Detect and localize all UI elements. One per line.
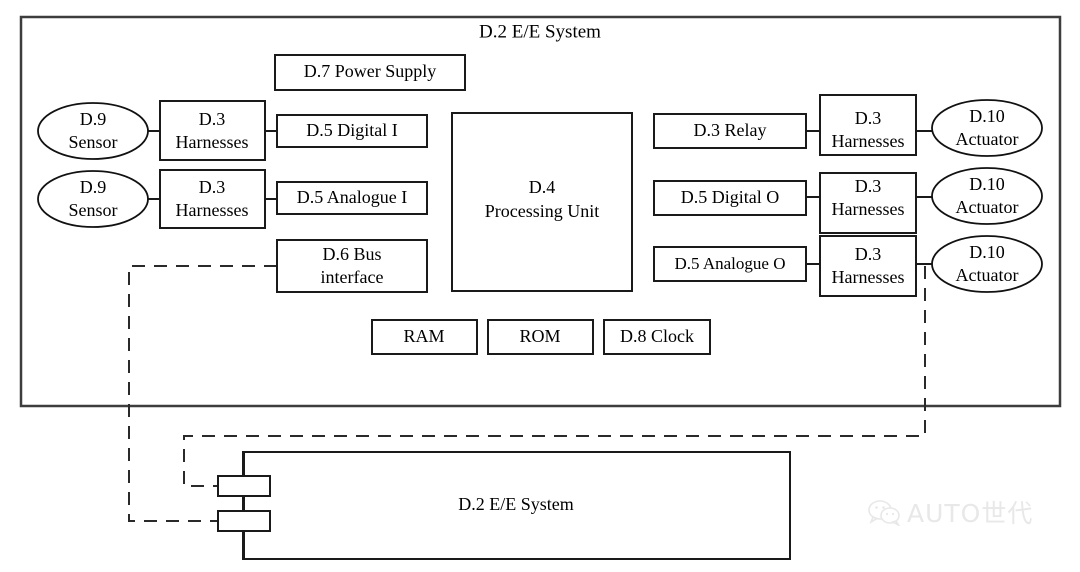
clock-label: D.8 Clock <box>620 326 694 346</box>
harness-out-3-box[interactable] <box>819 235 917 297</box>
harness-out-2-label-line1: D.3 <box>855 176 882 196</box>
bottom-system-label: D.2 E/E System <box>458 494 574 514</box>
analogue-out-label: D.5 Analogue O <box>675 254 786 273</box>
relay-label: D.3 Relay <box>694 120 767 140</box>
digital-out-box[interactable] <box>653 180 807 216</box>
power-supply-box[interactable] <box>274 54 466 91</box>
actuator-1-label-line1: D.10 <box>969 106 1005 126</box>
harness-out-3-label-line2: Harnesses <box>832 267 905 287</box>
dashed-bus-right-branch <box>183 266 926 487</box>
ram-label: RAM <box>403 326 444 346</box>
bottom-connector-block-lower <box>217 510 271 532</box>
sensor-1-label-line2: Sensor <box>69 132 118 152</box>
processing-unit-label-line1: D.4 <box>529 177 556 197</box>
sensor-1-ellipse[interactable] <box>37 102 149 160</box>
actuator-1-label-line2: Actuator <box>956 129 1019 149</box>
digital-in-label: D.5 Digital I <box>306 120 398 140</box>
processing-unit-label-line2: Processing Unit <box>485 201 600 221</box>
sensor-2-ellipse[interactable] <box>37 170 149 228</box>
harness-out-3-label-line1: D.3 <box>855 244 882 264</box>
harness-in-1-box[interactable] <box>159 100 266 161</box>
power-supply-label: D.7 Power Supply <box>304 61 437 81</box>
sensor-2-label-line1: D.9 <box>80 177 107 197</box>
harness-out-2-label-line2: Harnesses <box>832 199 905 219</box>
harness-out-1-label-line2: Harnesses <box>832 131 905 151</box>
rom-box[interactable] <box>487 319 594 355</box>
relay-box[interactable] <box>653 113 807 149</box>
actuator-3-label-line2: Actuator <box>956 265 1019 285</box>
actuator-2-label-line2: Actuator <box>956 197 1019 217</box>
bus-interface-box[interactable] <box>276 239 428 293</box>
ram-box[interactable] <box>371 319 478 355</box>
harness-out-1-box[interactable] <box>819 94 917 156</box>
digital-in-box[interactable] <box>276 114 428 148</box>
actuator-3-label-line1: D.10 <box>969 242 1005 262</box>
analogue-in-label: D.5 Analogue I <box>297 187 407 207</box>
harness-in-2-label-line2: Harnesses <box>176 200 249 220</box>
dashed-bus-left-branch <box>128 265 277 522</box>
actuator-3-ellipse[interactable] <box>931 235 1043 293</box>
analogue-in-box[interactable] <box>276 181 428 215</box>
rom-label: ROM <box>519 326 560 346</box>
analogue-out-box[interactable] <box>653 246 807 282</box>
actuator-1-ellipse[interactable] <box>931 99 1043 157</box>
harness-in-1-label-line1: D.3 <box>199 109 226 129</box>
harness-in-1-label-line2: Harnesses <box>176 132 249 152</box>
harness-in-2-box[interactable] <box>159 169 266 229</box>
sensor-1-label-line1: D.9 <box>80 109 107 129</box>
bus-interface-label-line1: D.6 Bus <box>322 244 381 264</box>
outer-system-title: D.2 E/E System <box>479 21 601 42</box>
harness-out-2-box[interactable] <box>819 172 917 234</box>
actuator-2-label-line1: D.10 <box>969 174 1005 194</box>
outer-system-container <box>19 15 1062 408</box>
bottom-connector-block-upper <box>217 475 271 497</box>
sensor-2-label-line2: Sensor <box>69 200 118 220</box>
clock-box[interactable] <box>603 319 711 355</box>
harness-in-2-label-line1: D.3 <box>199 177 226 197</box>
processing-unit-box[interactable] <box>451 112 633 292</box>
bus-interface-label-line2: interface <box>321 267 384 287</box>
harness-out-1-label-line1: D.3 <box>855 108 882 128</box>
actuator-2-ellipse[interactable] <box>931 167 1043 225</box>
digital-out-label: D.5 Digital O <box>681 187 780 207</box>
